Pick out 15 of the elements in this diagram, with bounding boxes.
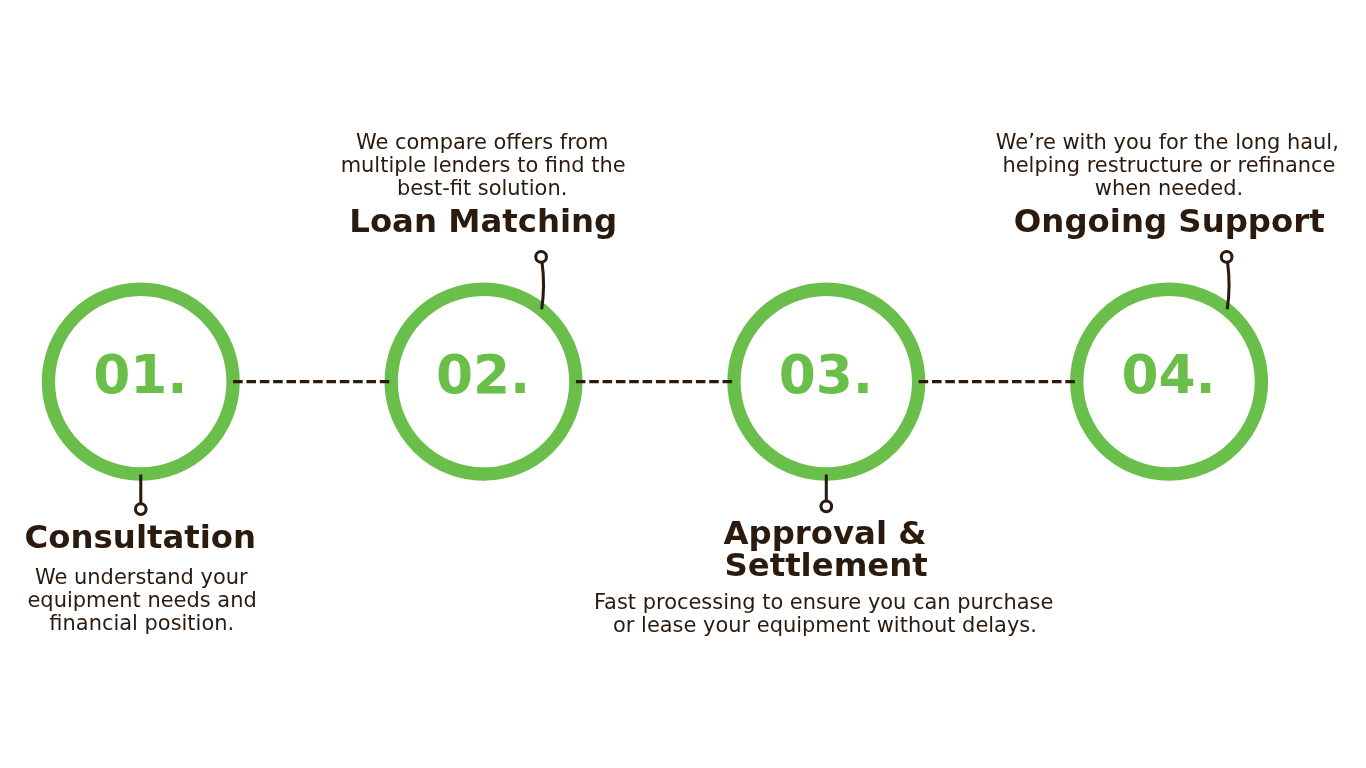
node-circle: 04. — [1070, 282, 1269, 481]
connector — [233, 379, 392, 383]
node-circle: 01. — [41, 282, 240, 481]
connector — [534, 249, 548, 310]
node-text: We’re with you for the long haul, helping restructure or refinance when needed. Ongoing Support — [995, 129, 1339, 240]
connector — [575, 379, 734, 383]
node-text: Approval & Settlement Fast processing to ensure you can purchase or lease your equipment without delays. — [593, 513, 1054, 637]
connector — [133, 474, 148, 516]
connector — [1219, 249, 1234, 310]
connector — [918, 379, 1077, 383]
connector — [819, 474, 834, 513]
node-text: Consultation We understand your equipment needs and financial position. — [24, 517, 257, 635]
node-circle: 02. — [384, 282, 583, 481]
node-text: We compare offers from multiple lenders to find the best-fit solution. Loan Matching — [340, 129, 626, 240]
node-circle: 03. — [727, 282, 926, 481]
